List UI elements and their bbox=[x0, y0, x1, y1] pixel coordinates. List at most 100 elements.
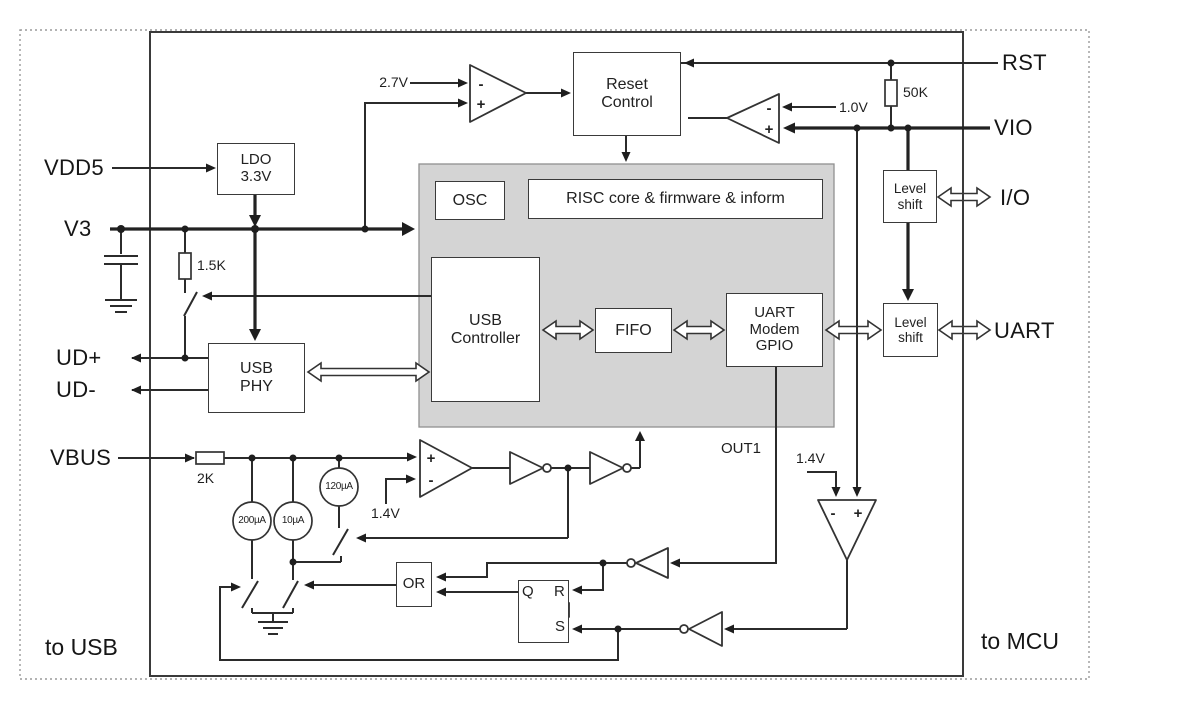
phy-ctrl-bus-arrow bbox=[306, 361, 431, 383]
polarity-signs: - + - + + - - + bbox=[427, 76, 863, 522]
wire-inv3-to-or bbox=[439, 562, 628, 578]
osc-block: OSC bbox=[435, 181, 505, 220]
or-gate-block: OR bbox=[396, 562, 432, 607]
flipflop-s-label: S bbox=[555, 618, 566, 635]
arrowhead bbox=[572, 624, 582, 634]
arrowhead bbox=[458, 78, 468, 88]
junction-dot bbox=[181, 354, 189, 362]
wire-buffer-chain bbox=[472, 434, 641, 469]
uart-block-line1: UART bbox=[754, 303, 795, 321]
level-shift-bottom-line1: Level bbox=[894, 314, 927, 330]
minus-sign: - bbox=[429, 472, 434, 489]
out1-label: OUT1 bbox=[721, 440, 762, 457]
pin-v3: V3 bbox=[64, 216, 92, 241]
junction-dot bbox=[887, 124, 895, 132]
reset-label-line1: Reset bbox=[606, 76, 648, 94]
level-shift-top-block: Level shift bbox=[883, 170, 937, 223]
comparator-1v4 bbox=[817, 499, 877, 561]
risc-label: RISC core & firmware & inform bbox=[566, 190, 785, 208]
arrowhead bbox=[783, 122, 795, 134]
arrowhead bbox=[406, 474, 416, 484]
to-usb-label: to USB bbox=[45, 634, 118, 660]
wire-out1 bbox=[680, 367, 777, 564]
resistor-2k bbox=[195, 451, 225, 465]
junction-dot bbox=[289, 454, 297, 462]
junction-dots bbox=[117, 59, 912, 633]
wire-cap-ground bbox=[104, 229, 138, 313]
junction-dot bbox=[904, 124, 912, 132]
arrowhead bbox=[436, 572, 446, 582]
ctrl-fifo-bus-arrow bbox=[541, 319, 595, 341]
chip-border bbox=[149, 31, 964, 677]
comparator-vbus bbox=[419, 439, 473, 498]
resistor-2k-label: 2K bbox=[197, 470, 215, 486]
outer-dotted-border bbox=[19, 29, 1090, 680]
junction-dot bbox=[614, 625, 622, 633]
current-10ua-label: 10µA bbox=[281, 515, 305, 526]
arrowhead bbox=[831, 487, 841, 497]
plus-sign: + bbox=[765, 121, 774, 138]
comparator-1v0 bbox=[726, 93, 780, 144]
ref-1v4-right-label: 1.4V bbox=[796, 450, 825, 466]
pin-vdd5: VDD5 bbox=[44, 155, 104, 180]
resistor-50k-label: 50K bbox=[903, 84, 928, 100]
junction-dot bbox=[361, 225, 369, 233]
comparator-2v7 bbox=[469, 64, 527, 123]
reset-control-block: Reset Control bbox=[573, 52, 681, 136]
usb-controller-line1: USB bbox=[469, 311, 502, 329]
wire-1k5-switch bbox=[183, 229, 198, 358]
ldo-label-line2: 3.3V bbox=[240, 168, 272, 185]
wire-to-r-input bbox=[576, 563, 604, 591]
arrowhead bbox=[249, 329, 261, 341]
inverter4-bubble bbox=[679, 624, 689, 634]
resistor-50k bbox=[884, 79, 898, 107]
buffer2-bubble bbox=[622, 463, 632, 473]
pin-vio: VIO bbox=[994, 115, 1033, 140]
arrowhead bbox=[635, 431, 645, 441]
junction-dot bbox=[564, 464, 572, 472]
current-source-200ua bbox=[232, 501, 272, 541]
minus-sign: - bbox=[831, 505, 836, 522]
inverter3-bubble bbox=[626, 558, 636, 568]
arrowhead bbox=[902, 289, 914, 301]
ref-1v0-label: 1.0V bbox=[839, 99, 868, 115]
inverter3 bbox=[635, 547, 669, 579]
uart-block-line3: GPIO bbox=[755, 337, 794, 355]
fifo-uart-bus-arrow bbox=[672, 319, 726, 341]
usb-phy-line1: USB bbox=[240, 360, 273, 378]
ldo-label-line1: LDO bbox=[240, 151, 272, 169]
arrowhead bbox=[402, 222, 415, 236]
reset-label-line2: Control bbox=[601, 94, 653, 111]
arrowhead bbox=[202, 291, 212, 301]
plus-sign: + bbox=[427, 450, 436, 467]
wires-thin bbox=[104, 62, 998, 661]
minus-sign: - bbox=[767, 100, 772, 117]
arrowhead bbox=[407, 452, 417, 462]
buffer1-bubble bbox=[542, 463, 552, 473]
wire-120ua-branch bbox=[293, 458, 349, 563]
arrowhead bbox=[206, 163, 216, 173]
arrowhead bbox=[684, 58, 694, 68]
current-sources bbox=[232, 467, 359, 541]
arrowhead bbox=[572, 585, 582, 595]
current-source-120ua bbox=[319, 467, 359, 507]
minus-sign: - bbox=[479, 76, 484, 93]
pin-vbus: VBUS bbox=[50, 445, 112, 470]
current-200ua-label: 200µA bbox=[238, 515, 266, 526]
arrowhead bbox=[249, 215, 261, 227]
level-shift-bottom-line2: shift bbox=[898, 330, 923, 345]
junction-dot bbox=[599, 559, 607, 567]
arrowhead bbox=[436, 587, 446, 597]
plus-sign: + bbox=[854, 505, 863, 522]
arrowhead bbox=[185, 453, 195, 463]
junction-dot bbox=[181, 225, 189, 233]
resistors bbox=[178, 79, 898, 465]
flipflop-r-label: R bbox=[554, 583, 565, 600]
pin-uart: UART bbox=[994, 318, 1055, 343]
junction-dot bbox=[335, 454, 343, 462]
junction-dot bbox=[887, 59, 895, 67]
ls2-uart-bus-arrow bbox=[824, 319, 883, 341]
level-shift-top-line1: Level bbox=[893, 181, 927, 197]
wire-1v4-right bbox=[807, 471, 837, 494]
